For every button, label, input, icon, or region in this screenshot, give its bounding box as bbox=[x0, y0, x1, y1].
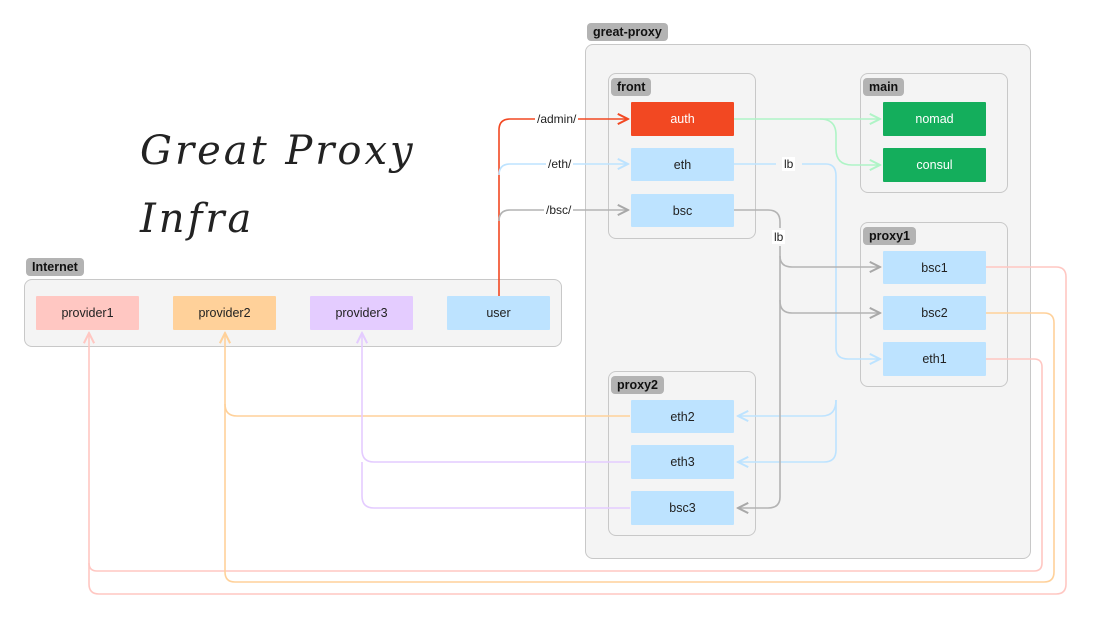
diagram-title-line-1: Great Proxy bbox=[140, 128, 416, 174]
diagram-title-line-2: Infra bbox=[140, 196, 255, 242]
group-label-front: front bbox=[611, 78, 652, 96]
group-label-main: main bbox=[863, 78, 905, 96]
edge-bsc2-to-provider2 bbox=[225, 312, 1055, 583]
edge-eth2-to-provider2 bbox=[224, 403, 630, 417]
edge-auth-to-consul bbox=[819, 118, 880, 165]
edge-user-to-front-bsc bbox=[498, 210, 628, 222]
node-eth3[interactable]: eth3 bbox=[631, 445, 734, 479]
node-eth1[interactable]: eth1 bbox=[883, 342, 986, 376]
edge-user-to-front-eth bbox=[498, 164, 628, 176]
node-auth[interactable]: auth bbox=[631, 102, 734, 136]
edge-lb-to-bsc1 bbox=[779, 246, 880, 267]
edge-lb-to-bsc2 bbox=[779, 256, 880, 313]
node-front-bsc[interactable]: bsc bbox=[631, 194, 734, 227]
node-user[interactable]: user bbox=[447, 296, 550, 330]
node-front-eth[interactable]: eth bbox=[631, 148, 734, 181]
edge-front-bsc-to-lb bbox=[734, 209, 781, 228]
node-provider3[interactable]: provider3 bbox=[310, 296, 413, 330]
node-bsc3[interactable]: bsc3 bbox=[631, 491, 734, 525]
edge-lb-to-eth3 bbox=[738, 400, 837, 462]
edge-eth1-to-provider1 bbox=[88, 358, 1043, 572]
edge-eth3-to-provider3 bbox=[362, 333, 630, 463]
node-eth2[interactable]: eth2 bbox=[631, 400, 734, 433]
group-label-proxy2: proxy2 bbox=[611, 376, 664, 394]
edge-label-admin: /admin/ bbox=[535, 112, 579, 126]
node-provider2[interactable]: provider2 bbox=[173, 296, 276, 330]
group-label-great-proxy: great-proxy bbox=[587, 23, 668, 41]
edge-bsc1-to-provider1 bbox=[89, 266, 1067, 595]
node-bsc1[interactable]: bsc1 bbox=[883, 251, 986, 284]
group-label-internet: Internet bbox=[26, 258, 84, 276]
node-provider1[interactable]: provider1 bbox=[36, 296, 139, 330]
node-nomad[interactable]: nomad bbox=[883, 102, 986, 136]
edge-label-eth: /eth/ bbox=[546, 157, 574, 171]
edge-lb-to-bsc3 bbox=[738, 300, 781, 508]
edge-bsc3-to-provider3 bbox=[361, 462, 630, 509]
edge-lb-to-eth2 bbox=[738, 399, 837, 416]
edge-label-bsc: /bsc/ bbox=[544, 203, 574, 217]
edge-lb-to-eth1 bbox=[802, 163, 880, 359]
node-consul[interactable]: consul bbox=[883, 148, 986, 182]
node-bsc2[interactable]: bsc2 bbox=[883, 296, 986, 330]
edge-user-to-auth bbox=[498, 119, 628, 296]
edge-label-lb-bsc: lb bbox=[772, 230, 786, 244]
group-label-proxy1: proxy1 bbox=[863, 227, 916, 245]
edge-label-lb-eth: lb bbox=[782, 157, 796, 171]
